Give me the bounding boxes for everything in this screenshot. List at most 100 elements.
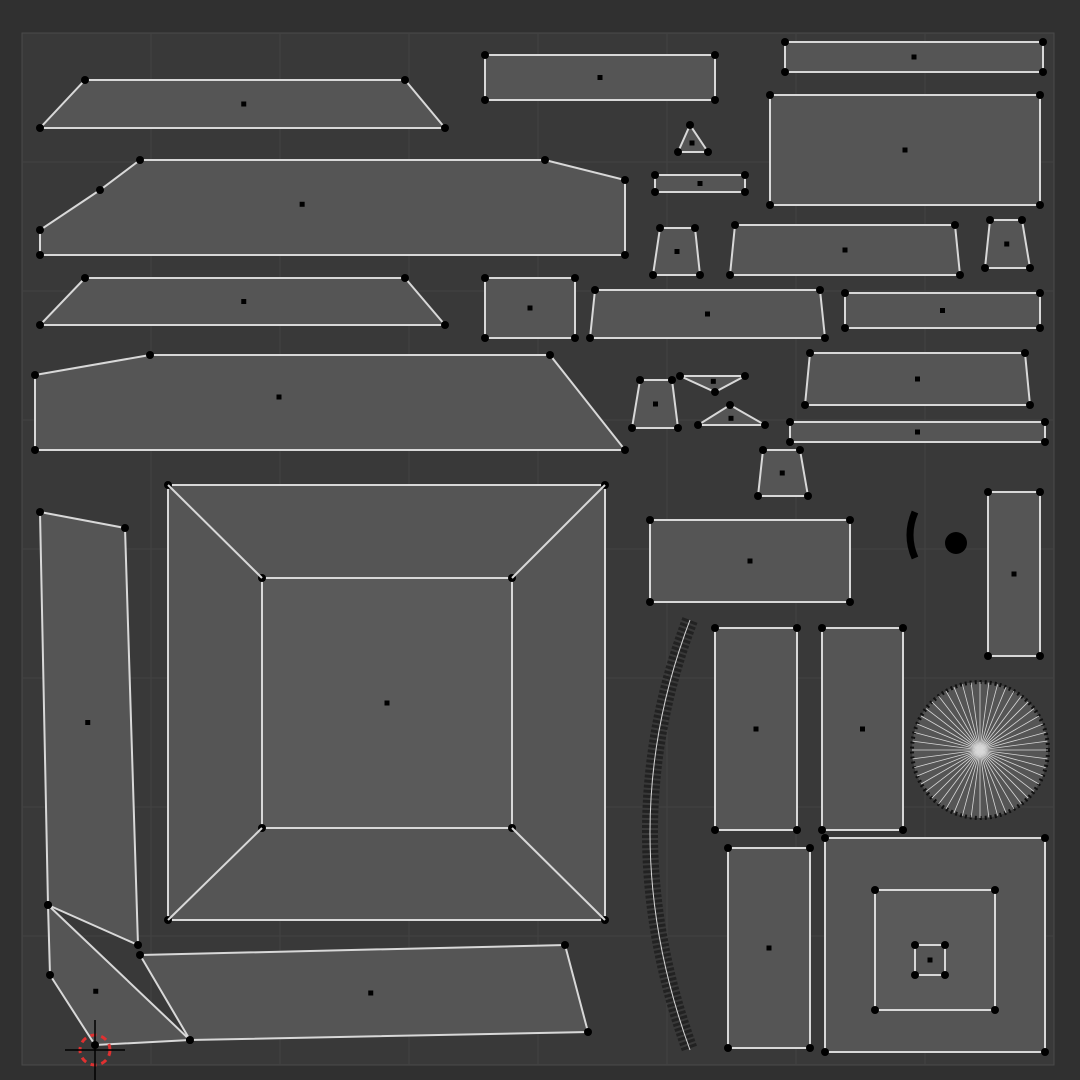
uv-vertex[interactable] [656,224,664,232]
uv-island[interactable] [481,274,579,342]
uv-vertex[interactable] [806,1044,814,1052]
uv-island[interactable] [726,221,964,279]
uv-vertex[interactable] [686,121,694,129]
uv-island[interactable] [646,516,854,606]
uv-vertex[interactable] [1036,91,1044,99]
uv-vertex[interactable] [871,886,879,894]
uv-vertex[interactable] [1041,1048,1049,1056]
uv-island[interactable] [36,76,449,132]
uv-island[interactable] [711,624,801,834]
uv-vertex[interactable] [724,844,732,852]
uv-vertex[interactable] [676,372,684,380]
uv-vertex[interactable] [584,1028,592,1036]
uv-vertex[interactable] [81,274,89,282]
uv-vertex[interactable] [711,51,719,59]
uv-vertex[interactable] [759,446,767,454]
uv-vertex[interactable] [941,941,949,949]
uv-vertex[interactable] [871,1006,879,1014]
uv-vertex[interactable] [731,221,739,229]
uv-vertex[interactable] [621,446,629,454]
uv-island[interactable] [651,171,749,196]
uv-vertex[interactable] [696,271,704,279]
uv-island[interactable] [766,91,1044,209]
uv-vertex[interactable] [1021,349,1029,357]
uv-vertex[interactable] [401,274,409,282]
uv-vertex[interactable] [146,351,154,359]
uv-vertex[interactable] [1039,68,1047,76]
uv-island[interactable] [781,38,1047,76]
uv-island-dot[interactable] [945,532,967,554]
uv-vertex[interactable] [481,334,489,342]
uv-vertex[interactable] [899,826,907,834]
uv-vertex[interactable] [44,901,52,909]
uv-island[interactable] [36,508,142,949]
uv-vertex[interactable] [711,826,719,834]
uv-vertex[interactable] [621,251,629,259]
uv-vertex[interactable] [36,124,44,132]
uv-vertex[interactable] [121,524,129,532]
uv-vertex[interactable] [136,156,144,164]
uv-vertex[interactable] [1036,488,1044,496]
uv-vertex[interactable] [899,624,907,632]
uv-vertex[interactable] [984,652,992,660]
uv-vertex[interactable] [711,624,719,632]
uv-vertex[interactable] [621,176,629,184]
uv-vertex[interactable] [816,286,824,294]
uv-vertex[interactable] [981,264,989,272]
uv-vertex[interactable] [186,1036,194,1044]
uv-vertex[interactable] [711,388,719,396]
uv-vertex[interactable] [726,401,734,409]
uv-vertex[interactable] [761,421,769,429]
uv-island[interactable] [586,286,829,342]
uv-vertex[interactable] [741,171,749,179]
uv-vertex[interactable] [786,418,794,426]
uv-vertex[interactable] [984,488,992,496]
uv-vertex[interactable] [31,371,39,379]
uv-vertex[interactable] [801,401,809,409]
uv-island-arc[interactable] [906,510,919,560]
uv-vertex[interactable] [726,271,734,279]
uv-vertex[interactable] [81,76,89,84]
uv-vertex[interactable] [36,321,44,329]
uv-vertex[interactable] [691,224,699,232]
uv-island-curved-strip[interactable] [649,619,691,1051]
uv-island[interactable] [481,51,719,104]
uv-islands[interactable] [31,38,1050,1056]
uv-island[interactable] [911,941,949,979]
uv-vertex[interactable] [711,96,719,104]
uv-vertex[interactable] [1018,216,1026,224]
uv-vertex[interactable] [911,971,919,979]
uv-vertex[interactable] [841,289,849,297]
uv-vertex[interactable] [636,376,644,384]
uv-island[interactable] [676,372,749,396]
uv-vertex[interactable] [646,516,654,524]
uv-vertex[interactable] [586,334,594,342]
uv-vertex[interactable] [1041,834,1049,842]
2d-cursor-icon[interactable] [65,1020,125,1080]
uv-vertex[interactable] [781,68,789,76]
uv-island[interactable] [984,488,1044,660]
uv-vertex[interactable] [1041,438,1049,446]
uv-vertex[interactable] [781,38,789,46]
uv-vertex[interactable] [1036,324,1044,332]
uv-vertex[interactable] [1036,201,1044,209]
uv-vertex[interactable] [1039,38,1047,46]
uv-island[interactable] [136,941,592,1044]
uv-vertex[interactable] [651,188,659,196]
uv-vertex[interactable] [793,624,801,632]
uv-vertex[interactable] [546,351,554,359]
uv-vertex[interactable] [754,492,762,500]
uv-vertex[interactable] [649,271,657,279]
uv-vertex[interactable] [766,91,774,99]
uv-vertex[interactable] [846,598,854,606]
uv-vertex[interactable] [694,421,702,429]
uv-vertex[interactable] [401,76,409,84]
uv-vertex[interactable] [991,1006,999,1014]
uv-vertex[interactable] [704,148,712,156]
uv-vertex[interactable] [541,156,549,164]
uv-vertex[interactable] [36,508,44,516]
uv-vertex[interactable] [741,372,749,380]
uv-island[interactable] [628,376,682,432]
uv-island[interactable] [841,289,1044,332]
uv-vertex[interactable] [741,188,749,196]
